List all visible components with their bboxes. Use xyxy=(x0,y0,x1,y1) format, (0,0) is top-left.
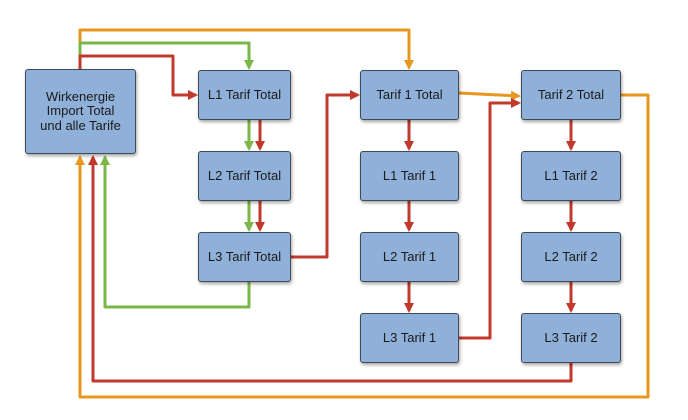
red-arrow-source-to-l1-total xyxy=(78,54,198,100)
node-l3-tarif1-label: L3 Tarif 1 xyxy=(382,329,437,345)
node-l2-tarif-total: L2 Tarif Total xyxy=(198,151,291,201)
node-l1-tarif-total-label: L1 Tarif Total xyxy=(207,86,282,102)
node-l2-tarif2: L2 Tarif 2 xyxy=(521,232,621,282)
node-l2-tarif-total-label: L2 Tarif Total xyxy=(207,167,282,183)
node-l1-tarif-total: L1 Tarif Total xyxy=(198,70,291,120)
node-l2-tarif1: L2 Tarif 1 xyxy=(360,232,459,282)
node-tarif2-total: Tarif 2 Total xyxy=(521,70,621,120)
node-l2-tarif1-label: L2 Tarif 1 xyxy=(382,248,437,264)
orange-arrow-tarif2-return xyxy=(75,93,650,399)
red-arrow-l3-total-to-tarif1 xyxy=(291,90,360,259)
node-l3-tarif2-label: L3 Tarif 2 xyxy=(544,329,598,345)
node-l3-tarif-total: L3 Tarif Total xyxy=(198,232,291,282)
red-arrow-l3-tarif1-to-tarif2 xyxy=(459,98,521,340)
orange-arrow-tarif1-to-tarif2 xyxy=(458,90,521,101)
node-source-label: Wirkenergie Import Total und alle Tarife xyxy=(40,89,121,133)
node-l1-tarif1: L1 Tarif 1 xyxy=(360,151,459,201)
node-l3-tarif-total-label: L3 Tarif Total xyxy=(207,248,282,264)
node-l1-tarif1-label: L1 Tarif 1 xyxy=(382,167,437,183)
node-tarif1-total-label: Tarif 1 Total xyxy=(376,86,443,102)
orange-arrow-source-to-tarif1 xyxy=(78,28,414,70)
node-l1-tarif2-label: L1 Tarif 2 xyxy=(544,167,598,183)
green-arrow-l3-return xyxy=(100,155,251,309)
node-l3-tarif1: L3 Tarif 1 xyxy=(360,313,459,363)
node-l3-tarif2: L3 Tarif 2 xyxy=(521,313,621,363)
node-tarif2-total-label: Tarif 2 Total xyxy=(537,86,605,102)
red-arrow-l3-tarif2-return xyxy=(88,155,573,383)
node-source: Wirkenergie Import Total und alle Tarife xyxy=(25,69,136,154)
node-tarif1-total: Tarif 1 Total xyxy=(360,70,459,120)
node-l1-tarif2: L1 Tarif 2 xyxy=(521,151,621,201)
node-l2-tarif2-label: L2 Tarif 2 xyxy=(544,248,598,264)
